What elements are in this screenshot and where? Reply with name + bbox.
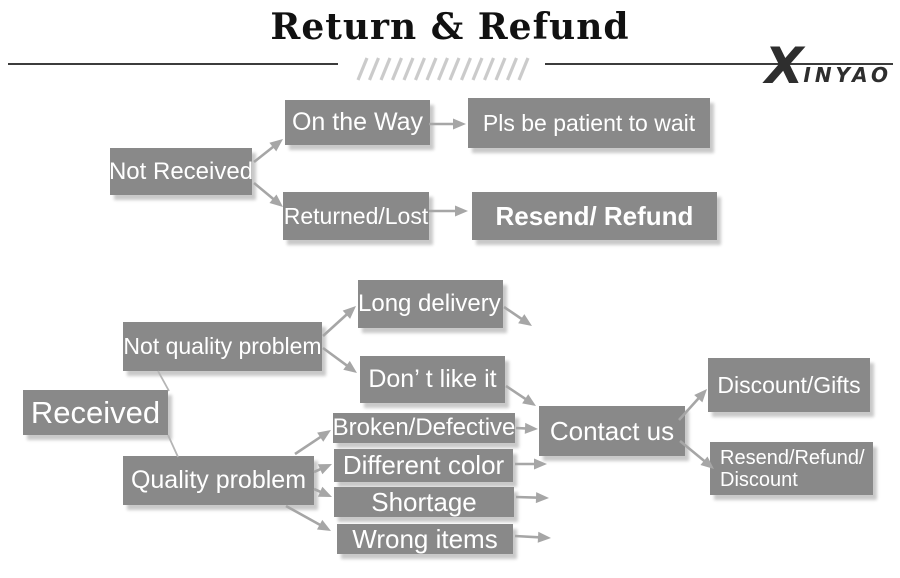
hatch-slashes-decoration <box>356 57 530 81</box>
node-pls-be-patient: Pls be patient to wait <box>468 98 710 148</box>
node-not-received: Not Received <box>109 148 253 195</box>
node-resend-refund-discount-text: Resend/Refund/ Discount <box>720 447 865 491</box>
node-line-2: Discount <box>720 468 798 491</box>
node-dont-like-it: Don’ t like it <box>360 356 505 403</box>
node-received: Received <box>23 390 168 435</box>
node-long-delivery: Long delivery <box>358 280 503 328</box>
page-title: Return & Refund <box>270 6 630 48</box>
node-resend-refund: Resend/ Refund <box>472 192 717 240</box>
node-resend-refund-discount: Resend/Refund/ Discount <box>710 442 873 495</box>
brand-name: INYAO <box>803 63 892 87</box>
brand-initial-x: X <box>764 37 804 95</box>
node-shortage: Shortage <box>334 487 514 517</box>
node-line-1: Resend/Refund/ <box>720 446 865 469</box>
node-quality-problem: Quality problem <box>123 456 314 505</box>
node-on-the-way: On the Way <box>285 100 430 145</box>
node-wrong-items: Wrong items <box>337 524 513 554</box>
node-discount-gifts: Discount/Gifts <box>708 358 870 412</box>
node-contact-us: Contact us <box>539 406 685 456</box>
node-different-color: Different color <box>334 449 513 482</box>
node-not-quality-problem: Not quality problem <box>123 322 322 371</box>
node-returned-lost: Returned/Lost <box>283 192 429 240</box>
node-broken-defective: Broken/Defective <box>332 413 516 443</box>
